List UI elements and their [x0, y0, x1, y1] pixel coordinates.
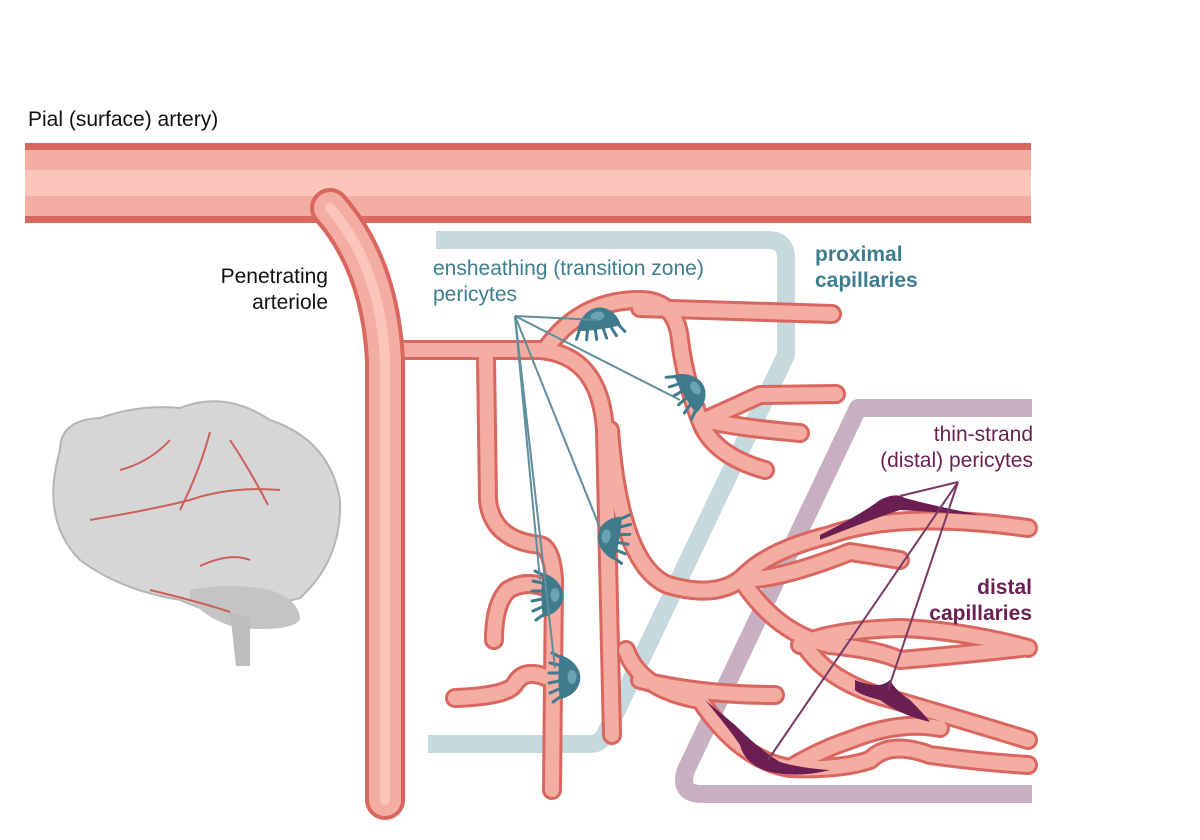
proximal-capillary-zone [428, 231, 795, 753]
brain-illustration [52, 400, 342, 666]
distal-label-line2: capillaries [929, 602, 1032, 625]
pial-artery-label: Pial (surface) artery) [28, 108, 219, 131]
penetrating-arteriole-label: Penetrating arteriole [190, 264, 328, 316]
distal-capillaries-label: distal capillaries [900, 575, 1032, 627]
pial-artery [25, 143, 1031, 223]
capillary-network [385, 290, 1038, 800]
penetrating-label-line2: arteriole [252, 291, 328, 314]
ensheathing-label-line2: pericytes [433, 283, 518, 306]
thin-strand-label-line2: (distal) pericytes [880, 449, 1033, 472]
proximal-label-line1: proximal [815, 243, 903, 266]
penetrating-arteriole [310, 188, 405, 820]
thin-strand-label-line1: thin-strand [933, 423, 1033, 446]
distal-label-line1: distal [977, 576, 1032, 599]
leader-lines [514, 315, 681, 669]
thin-strand-pericytes-label: thin-strand (distal) pericytes [826, 422, 1033, 474]
distal-capillary-zone [675, 399, 1032, 803]
proximal-label-line2: capillaries [815, 269, 918, 292]
penetrating-label-line1: Penetrating [220, 265, 328, 288]
ensheathing-pericytes-label: ensheathing (transition zone) pericytes [433, 256, 704, 308]
proximal-capillaries-label: proximal capillaries [815, 242, 918, 294]
ensheathing-label-line1: ensheathing (transition zone) [433, 257, 704, 280]
